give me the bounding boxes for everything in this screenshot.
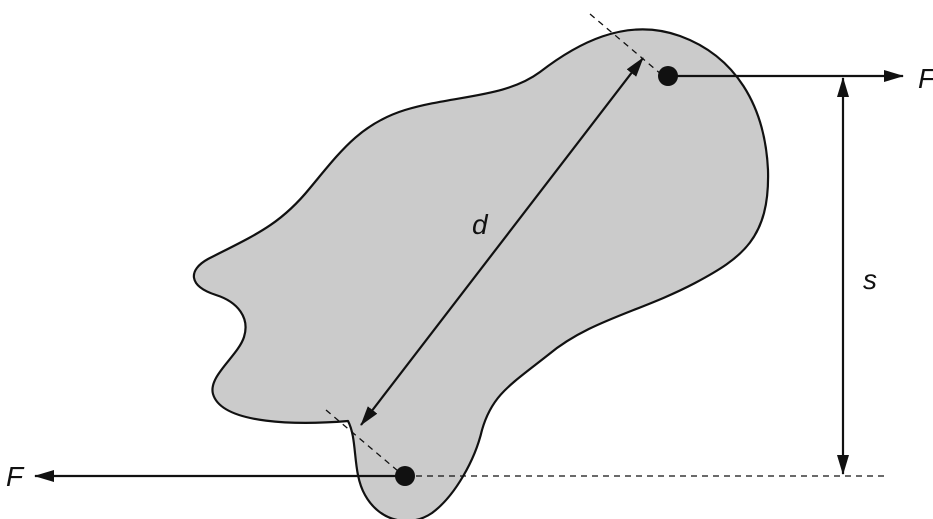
application-point-bottom [395,466,415,486]
application-point-top [658,66,678,86]
rigid-body [192,28,770,519]
distance-s-label: s [863,264,877,295]
force-label-bottom: F [6,461,25,492]
distance-d-label: d [472,209,489,240]
force-label-top: F [918,63,933,94]
distance-d-arrow [360,57,644,426]
